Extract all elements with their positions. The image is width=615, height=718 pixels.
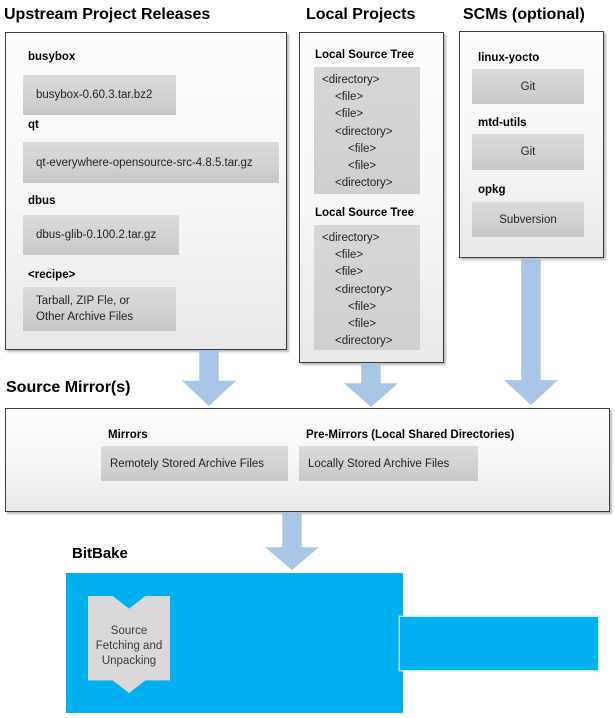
upstream-item-value: busybox-0.60.3.tar.bz2 (23, 75, 176, 115)
local-source-tree: <directory> <file> <file> <directory> <f… (314, 225, 420, 350)
scms-panel: linux-yocto Git mtd-utils Git opkg Subve… (459, 31, 604, 258)
tree-item: <file> (335, 91, 364, 104)
mirrors-label: Mirrors (108, 429, 148, 441)
tree-item: <directory> (322, 232, 380, 244)
tree-item: <directory> (322, 74, 380, 86)
tree-item: <file> (335, 266, 364, 279)
tree-item: <directory> (335, 125, 393, 138)
mirrors-value: Remotely Stored Archive Files (101, 446, 288, 481)
tree-item: <file> (348, 142, 377, 155)
upstream-item-label: <recipe> (28, 269, 76, 281)
local-source-tree-label: Local Source Tree (315, 49, 415, 61)
local-projects-panel: Local Source Tree <directory> <file> <fi… (299, 32, 444, 363)
tree-item: <file> (335, 249, 364, 262)
scm-item-value: Git (472, 134, 584, 170)
upstream-item-label: qt (28, 119, 39, 131)
local-source-tree: <directory> <file> <file> <directory> <f… (314, 67, 420, 194)
scm-item-label: opkg (478, 184, 506, 196)
bitbake-output-bar (400, 617, 598, 670)
upstream-title: Upstream Project Releases (4, 6, 211, 23)
tree-item: <file> (348, 160, 377, 173)
upstream-item-label: busybox (28, 51, 76, 63)
source-fetching-unpacking-step: Source Fetching and Unpacking (88, 596, 170, 693)
bitbake-title: BitBake (72, 545, 128, 562)
tree-item: <directory> (335, 335, 393, 348)
scm-item-label: mtd-utils (478, 117, 527, 129)
source-mirrors-title: Source Mirror(s) (6, 379, 131, 396)
local-projects-title: Local Projects (306, 6, 416, 23)
scm-item-label: linux-yocto (478, 52, 540, 64)
upstream-item-value: dbus-glib-0.100.2.tar.gz (23, 215, 179, 255)
flow-arrow-local-to-mirrors (344, 363, 398, 407)
tree-item: <directory> (335, 177, 393, 190)
upstream-panel: busybox busybox-0.60.3.tar.bz2 qt qt-eve… (5, 32, 287, 350)
pre-mirrors-label: Pre-Mirrors (Local Shared Directories) (306, 429, 515, 441)
source-mirrors-panel: Mirrors Remotely Stored Archive Files Pr… (5, 408, 610, 512)
upstream-item-value: qt-everywhere-opensource-src-4.8.5.tar.g… (23, 142, 279, 183)
scms-title: SCMs (optional) (463, 6, 585, 23)
flow-arrow-upstream-to-mirrors (182, 350, 236, 406)
tree-item: <file> (348, 300, 377, 313)
upstream-item-label: dbus (28, 195, 56, 207)
tree-item: <file> (348, 318, 377, 331)
tree-item: <file> (335, 108, 364, 121)
pre-mirrors-value: Locally Stored Archive Files (299, 446, 478, 481)
flow-arrow-scms-to-mirrors (504, 259, 558, 405)
scm-item-value: Git (472, 69, 584, 104)
local-source-tree-label: Local Source Tree (315, 207, 415, 219)
flow-arrow-mirrors-to-bitbake (265, 513, 319, 570)
tree-item: <directory> (335, 283, 393, 296)
upstream-item-value: Tarball, ZIP Fle, or Other Archive Files (23, 287, 176, 331)
scm-item-value: Subversion (472, 202, 584, 237)
